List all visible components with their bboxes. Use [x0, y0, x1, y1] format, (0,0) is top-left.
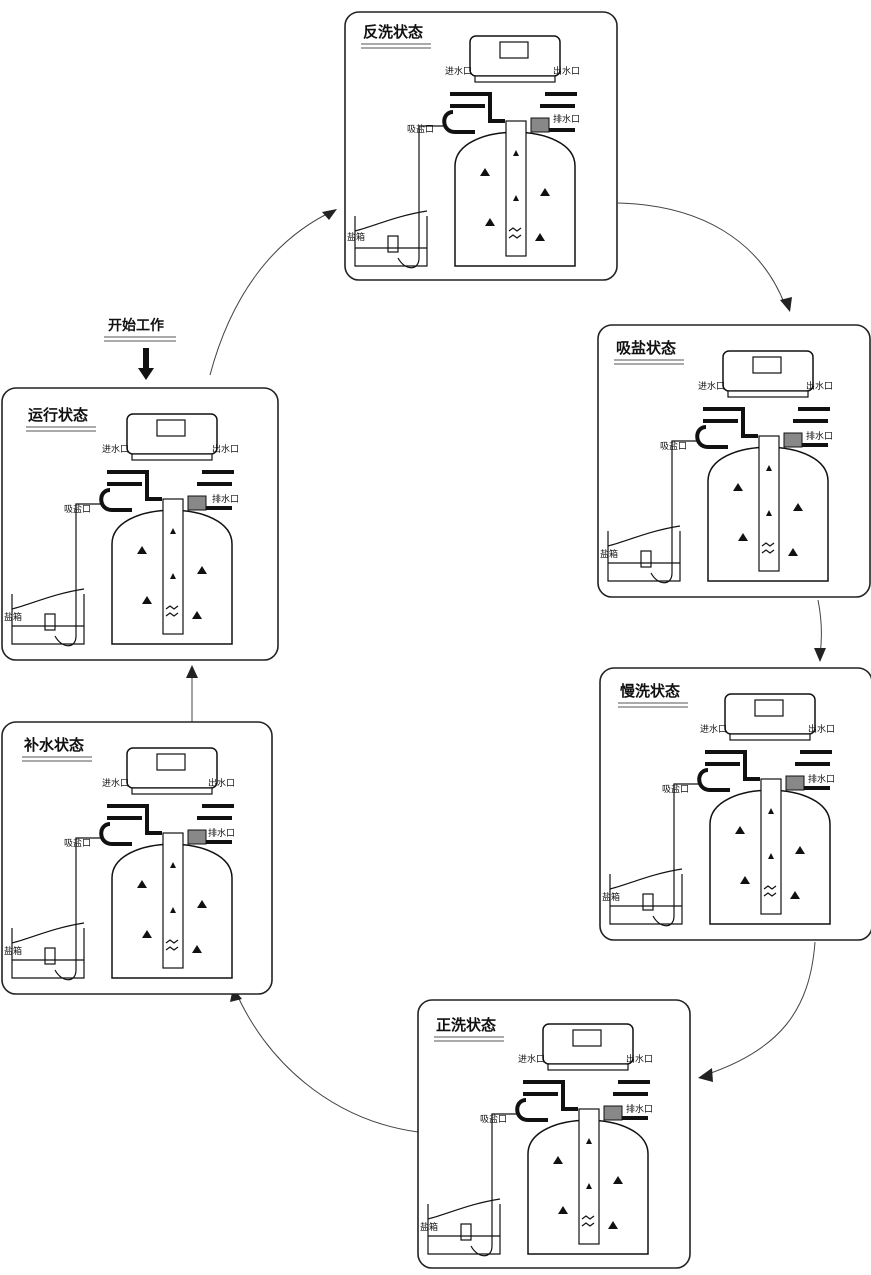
outlet-label: 出水口 [553, 65, 580, 77]
arrowhead-6 [322, 209, 337, 220]
brine-port-label: 吸盐口 [64, 837, 91, 849]
arrowhead-2 [814, 648, 826, 662]
inlet-label: 进水口 [698, 380, 725, 392]
brine-port-label: 吸盐口 [662, 783, 689, 795]
inlet-label: 进水口 [700, 723, 727, 735]
panel-brine-draw: 吸盐状态 进水口 出水口 排水口 吸盐口 盐箱 [598, 325, 870, 597]
drain-label: 排水口 [626, 1103, 653, 1115]
panel-title: 慢洗状态 [620, 682, 680, 700]
start-marker: 开始工作 [104, 317, 176, 380]
drain-label: 排水口 [212, 493, 239, 505]
drain-label: 排水口 [208, 827, 235, 839]
panel-title: 吸盐状态 [616, 339, 676, 357]
arrowhead-3 [698, 1068, 713, 1082]
inlet-label: 进水口 [518, 1053, 545, 1065]
drain-label: 排水口 [808, 773, 835, 785]
brine-port-label: 吸盐口 [480, 1113, 507, 1125]
arc-service-to-backwash [210, 210, 335, 375]
inlet-label: 进水口 [445, 65, 472, 77]
start-label: 开始工作 [108, 317, 164, 334]
drain-label: 排水口 [553, 113, 580, 125]
outlet-label: 出水口 [212, 443, 239, 455]
brine-tank-label: 盐箱 [600, 548, 618, 560]
arc-backwash-to-brine-draw [618, 203, 785, 305]
brine-tank-label: 盐箱 [4, 611, 22, 623]
brine-port-label: 吸盐口 [407, 123, 434, 135]
arrowhead-5 [186, 665, 198, 678]
start-arrow-icon [138, 348, 154, 380]
outlet-label: 出水口 [626, 1053, 653, 1065]
panel-title: 正洗状态 [436, 1016, 496, 1034]
inlet-label: 进水口 [102, 443, 129, 455]
brine-tank-label: 盐箱 [420, 1221, 438, 1233]
arc-brine-draw-to-slow-rinse [818, 600, 821, 655]
panel-title: 反洗状态 [363, 23, 423, 41]
panel-service: 运行状态 进水口 出水口 排水口 吸盐口 盐箱 [2, 388, 278, 660]
panel-title: 补水状态 [23, 736, 84, 754]
brine-port-label: 吸盐口 [64, 503, 91, 515]
outlet-label: 出水口 [806, 380, 833, 392]
brine-tank-label: 盐箱 [4, 945, 22, 957]
drain-label: 排水口 [806, 430, 833, 442]
panel-title: 运行状态 [28, 406, 88, 424]
brine-port-label: 吸盐口 [660, 440, 687, 452]
brine-tank-label: 盐箱 [347, 231, 365, 243]
panel-brine-refill: 补水状态 进水口 出水口 排水口 吸盐口 盐箱 [2, 722, 272, 994]
arrowhead-1 [780, 297, 792, 312]
outlet-label: 出水口 [208, 777, 235, 789]
brine-tank-label: 盐箱 [602, 891, 620, 903]
outlet-label: 出水口 [808, 723, 835, 735]
arc-fast-rinse-to-brine-refill [235, 990, 418, 1132]
panel-backwash: 反洗状态 进水口 出水口 排水口 吸盐口 盐箱 [345, 12, 617, 280]
panel-fast-rinse: 正洗状态 进水口 出水口 排水口 吸盐口 盐箱 [418, 1000, 690, 1268]
panel-slow-rinse: 慢洗状态 进水口 出水口 排水口 吸盐口 盐箱 [600, 668, 871, 940]
arc-slow-rinse-to-fast-rinse [705, 942, 815, 1075]
inlet-label: 进水口 [102, 777, 129, 789]
